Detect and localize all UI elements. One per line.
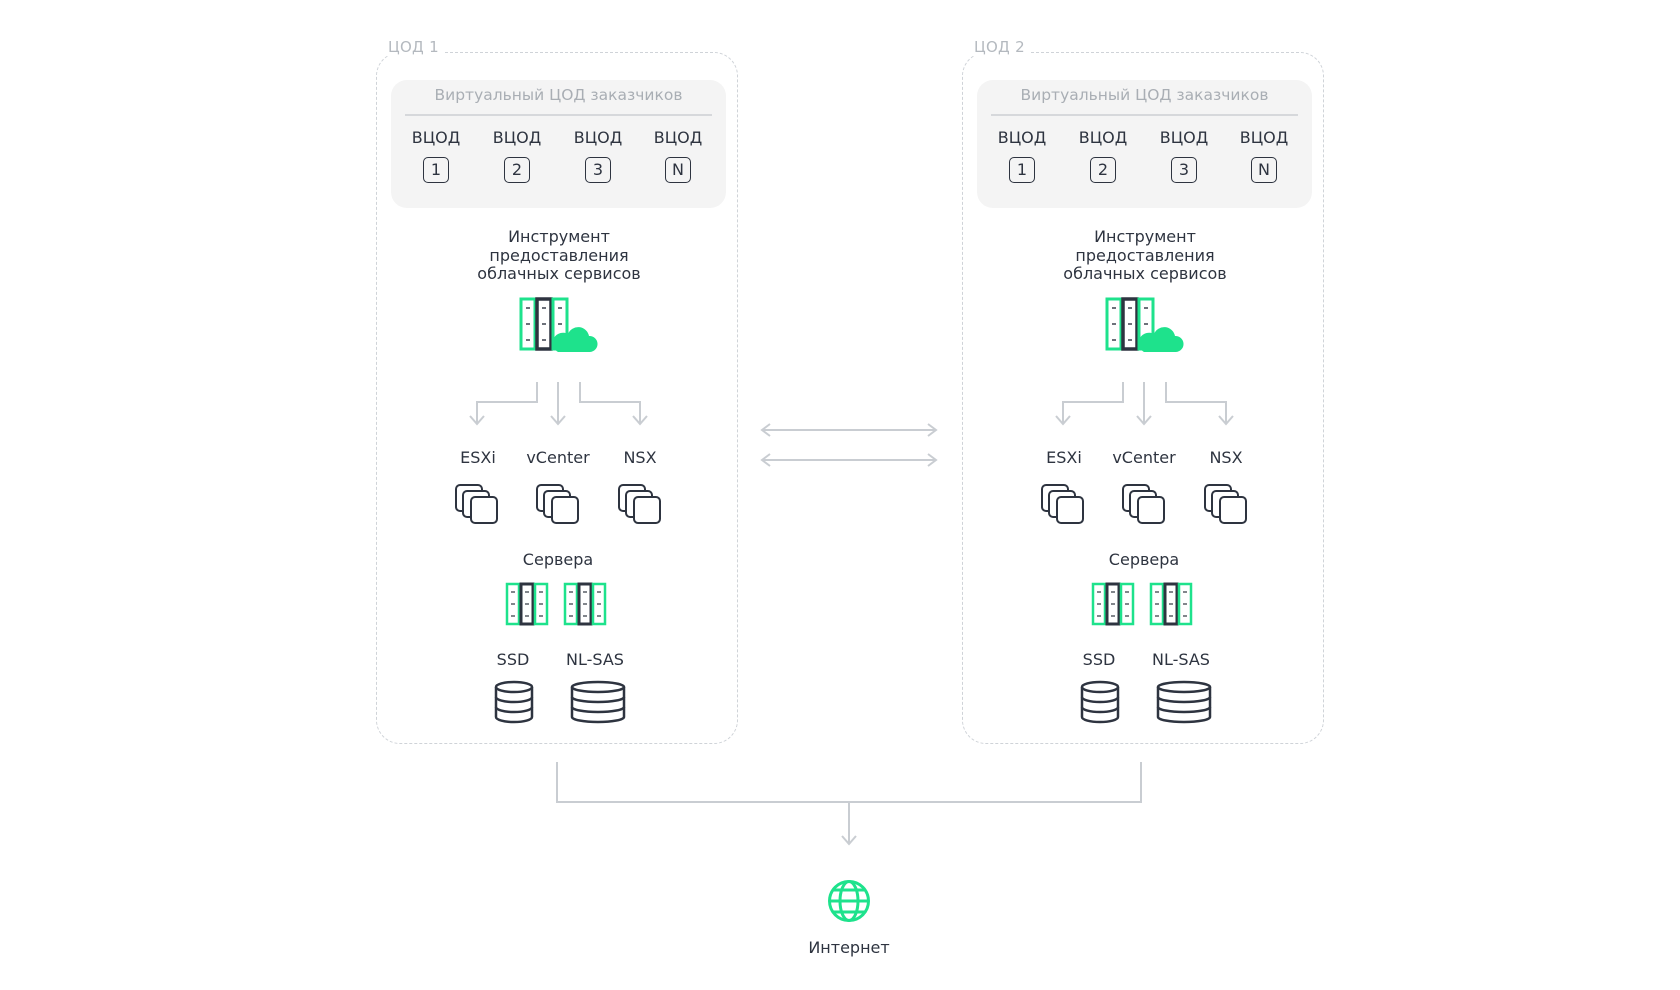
database-icon [570, 680, 626, 724]
datacenter-2-frame: Виртуальный ЦОД заказчиков ВЦОД 1 ВЦОД 2… [962, 52, 1324, 744]
component-label-vcenter: vCenter [526, 448, 590, 467]
vdc-item-3[interactable]: ВЦОД 3 [565, 128, 631, 183]
vdc-item-2[interactable]: ВЦОД 2 [1070, 128, 1136, 183]
cloud-server-icon [519, 297, 598, 352]
storage-label-ssd: SSD [496, 650, 530, 669]
storage-label-ssd: SSD [1082, 650, 1116, 669]
vdc-item-1[interactable]: ВЦОД 1 [403, 128, 469, 183]
internet-label: Интернет [808, 938, 890, 957]
storage-label-nlsas: NL-SAS [1152, 650, 1210, 669]
stacked-windows-icon [618, 484, 661, 524]
vdc-number-box: 1 [423, 157, 449, 183]
storage-label-nlsas: NL-SAS [566, 650, 624, 669]
vdc-number-box: 2 [504, 157, 530, 183]
vdc-item-n[interactable]: ВЦОД N [645, 128, 711, 183]
virtual-dc-title: Виртуальный ЦОД заказчиков [434, 86, 683, 104]
datacenter-2-title: ЦОД 2 [970, 38, 1029, 56]
servers-label: Сервера [522, 550, 594, 569]
stacked-windows-icon [1122, 484, 1165, 524]
database-icon [494, 680, 534, 724]
vdc-label: ВЦОД [573, 128, 623, 147]
server-rack-icon [505, 582, 549, 626]
vdc-label: ВЦОД [1078, 128, 1128, 147]
vdc-number-box: 1 [1009, 157, 1035, 183]
stacked-windows-icon [1204, 484, 1247, 524]
divider [405, 114, 712, 116]
component-label-esxi: ESXi [460, 448, 496, 467]
vdc-number-box: N [1251, 157, 1277, 183]
vdc-label: ВЦОД [1239, 128, 1289, 147]
vdc-label: ВЦОД [653, 128, 703, 147]
component-label-vcenter: vCenter [1112, 448, 1176, 467]
datacenter-1-frame: Виртуальный ЦОД заказчиков ВЦОД 1 ВЦОД 2… [376, 52, 738, 744]
vdc-number-box: 2 [1090, 157, 1116, 183]
stacked-windows-icon [1041, 484, 1084, 524]
virtual-dc-panel: Виртуальный ЦОД заказчиков ВЦОД 1 ВЦОД 2… [391, 80, 726, 208]
virtual-dc-title: Виртуальный ЦОД заказчиков [1020, 86, 1269, 104]
tool-title-line: облачных сервисов [477, 264, 641, 283]
tool-title-line: Инструмент [1094, 227, 1196, 246]
server-rack-icon [1091, 582, 1135, 626]
vdc-label: ВЦОД [1159, 128, 1209, 147]
database-icon [1080, 680, 1120, 724]
divider [991, 114, 1298, 116]
vdc-number-box: 3 [585, 157, 611, 183]
datacenter-1-title: ЦОД 1 [384, 38, 443, 56]
cloud-tool-title: Инструмент предоставления облачных серви… [442, 227, 676, 284]
vdc-number-box: N [665, 157, 691, 183]
globe-icon [828, 880, 870, 922]
component-label-nsx: NSX [623, 448, 657, 467]
virtual-dc-panel: Виртуальный ЦОД заказчиков ВЦОД 1 ВЦОД 2… [977, 80, 1312, 208]
stacked-windows-icon [455, 484, 498, 524]
component-label-esxi: ESXi [1046, 448, 1082, 467]
distribution-arrows [469, 382, 648, 426]
vdc-label: ВЦОД [492, 128, 542, 147]
tool-title-line: предоставления [489, 245, 629, 265]
component-label-nsx: NSX [1209, 448, 1243, 467]
vdc-number-box: 3 [1171, 157, 1197, 183]
stacked-windows-icon [536, 484, 579, 524]
vdc-item-3[interactable]: ВЦОД 3 [1151, 128, 1217, 183]
vdc-item-2[interactable]: ВЦОД 2 [484, 128, 550, 183]
server-rack-icon [1149, 582, 1193, 626]
vdc-label: ВЦОД [411, 128, 461, 147]
tool-title-line: предоставления [1075, 245, 1215, 265]
internet-connector [556, 762, 1142, 846]
vdc-item-1[interactable]: ВЦОД 1 [989, 128, 1055, 183]
server-rack-icon [563, 582, 607, 626]
cloud-server-icon [1105, 297, 1184, 352]
tool-title-line: Инструмент [508, 227, 610, 246]
servers-label: Сервера [1108, 550, 1180, 569]
bidirectional-arrow-icon [760, 423, 938, 467]
vdc-item-n[interactable]: ВЦОД N [1231, 128, 1297, 183]
database-icon [1156, 680, 1212, 724]
distribution-arrows [1055, 382, 1234, 426]
cloud-tool-title: Инструмент предоставления облачных серви… [1028, 227, 1262, 284]
tool-title-line: облачных сервисов [1063, 264, 1227, 283]
vdc-label: ВЦОД [997, 128, 1047, 147]
